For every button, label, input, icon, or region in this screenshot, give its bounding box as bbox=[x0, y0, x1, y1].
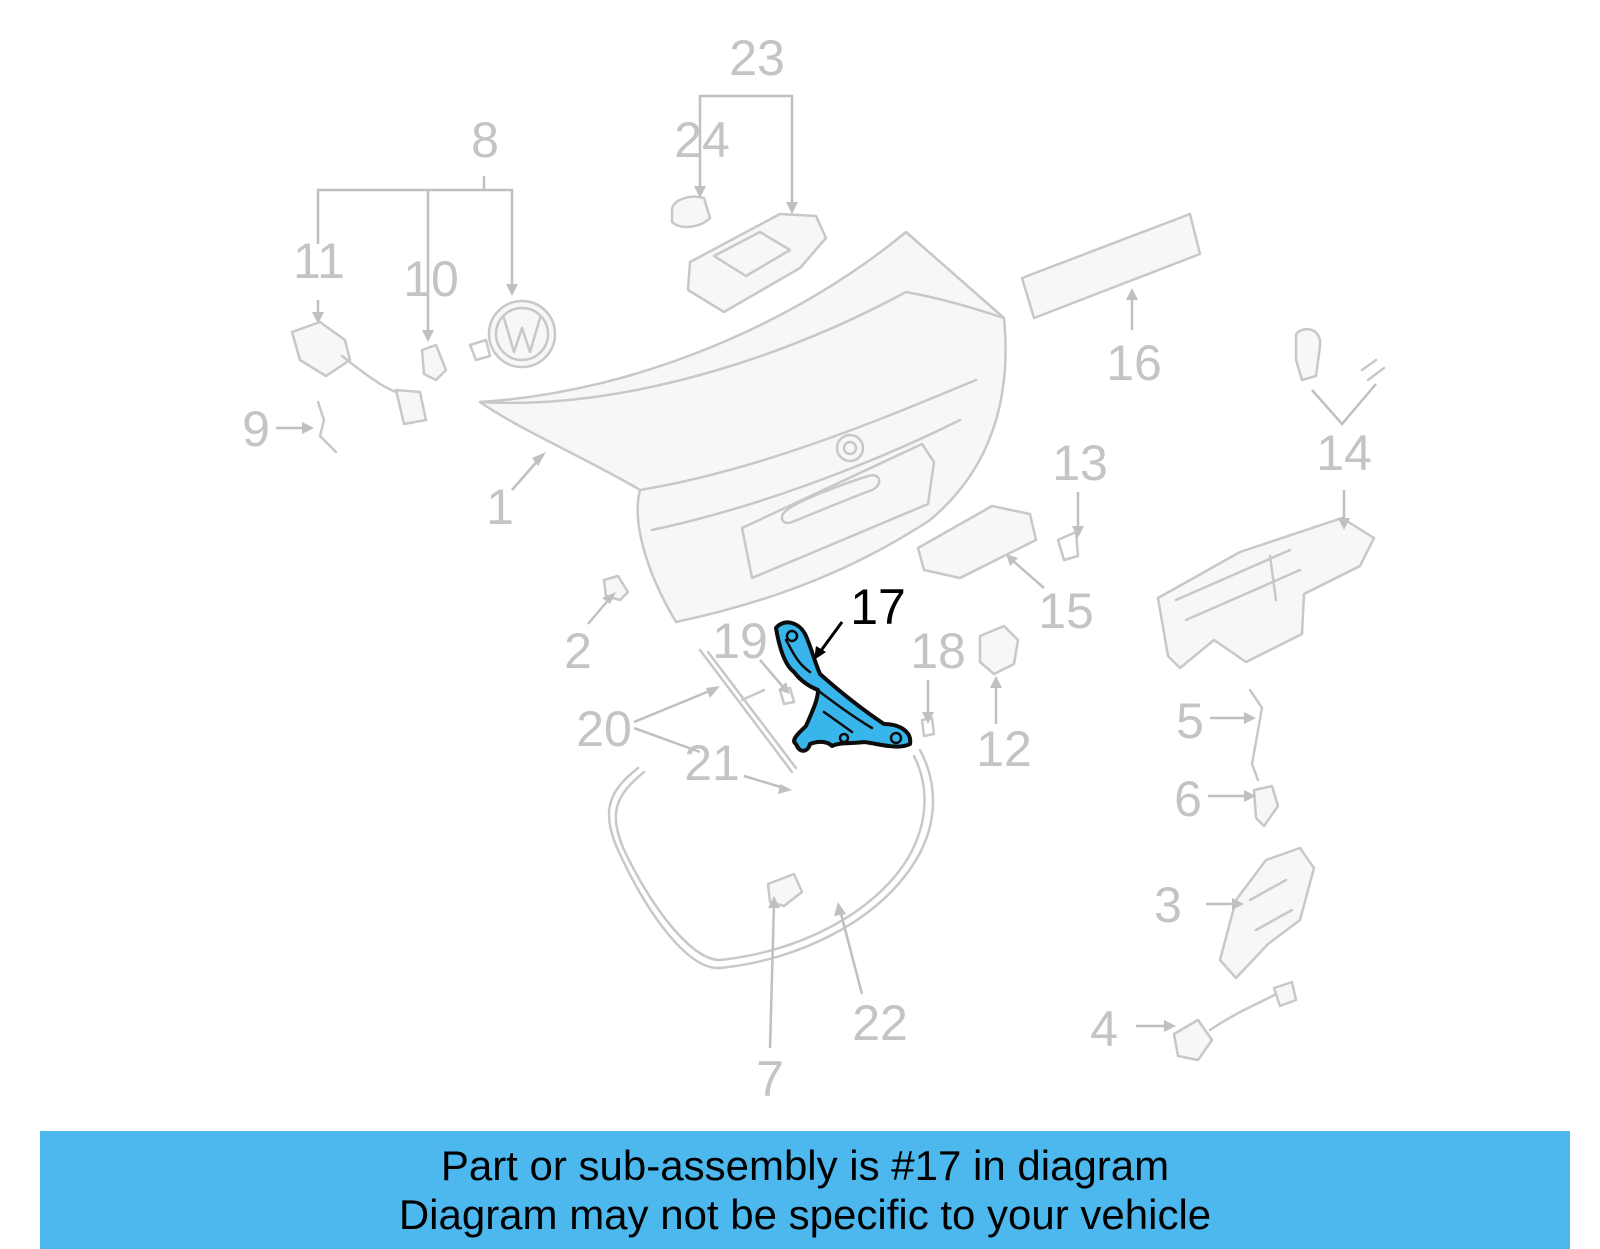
lock-rod bbox=[316, 400, 338, 454]
trim-strip bbox=[1020, 212, 1202, 320]
emblem-clip bbox=[420, 343, 448, 382]
callout-16: 16 bbox=[1106, 335, 1162, 391]
leader-lines bbox=[276, 94, 1377, 1049]
lamp-screw bbox=[1056, 530, 1080, 562]
callout-18: 18 bbox=[910, 623, 966, 679]
weatherstrip bbox=[607, 748, 935, 970]
license-lamp bbox=[686, 212, 828, 314]
latch-trim-panel bbox=[1156, 516, 1376, 670]
callout-22: 22 bbox=[852, 995, 908, 1051]
callout-12: 12 bbox=[976, 721, 1032, 777]
latch-switch-4 bbox=[1172, 980, 1298, 1062]
callout-2: 2 bbox=[564, 623, 592, 679]
callout-15: 15 bbox=[1038, 583, 1094, 639]
callout-10: 10 bbox=[403, 251, 459, 307]
callout-3: 3 bbox=[1154, 877, 1182, 933]
callout-7: 7 bbox=[756, 1051, 784, 1107]
callout-8: 8 bbox=[471, 112, 499, 168]
gas-strut bbox=[698, 648, 798, 774]
callout-19: 19 bbox=[712, 613, 768, 669]
lamp-bulb bbox=[670, 195, 712, 229]
callout-20: 20 bbox=[576, 701, 632, 757]
leader-arrowheads bbox=[302, 186, 1350, 1032]
callout-9: 9 bbox=[242, 401, 270, 457]
info-banner: Part or sub-assembly is #17 in diagram D… bbox=[40, 1131, 1570, 1249]
emblem-lock-cylinder bbox=[290, 320, 428, 426]
buffer-12 bbox=[978, 624, 1020, 676]
callout-5: 5 bbox=[1176, 693, 1204, 749]
callout-1: 1 bbox=[486, 479, 514, 535]
bump-stop bbox=[602, 574, 630, 602]
callout-17[interactable]: 17 bbox=[850, 579, 906, 635]
lock-rod-5 bbox=[1248, 688, 1264, 782]
trunk-lid bbox=[478, 230, 1007, 624]
callout-14: 14 bbox=[1316, 425, 1372, 481]
banner-part-note: Part or sub-assembly is #17 in diagram bbox=[440, 1142, 1170, 1189]
callout-21: 21 bbox=[684, 735, 740, 791]
rod-clip-6 bbox=[1252, 784, 1280, 828]
trunk-lamp bbox=[916, 504, 1038, 580]
trunk-hinge-17[interactable] bbox=[774, 620, 913, 753]
banner-disclaimer: Diagram may not be specific to your vehi… bbox=[398, 1191, 1212, 1238]
callout-24: 24 bbox=[674, 112, 730, 168]
callout-23: 23 bbox=[729, 30, 785, 86]
vw-emblem bbox=[468, 299, 557, 369]
callout-6: 6 bbox=[1174, 771, 1202, 827]
callout-labels: 23 24 8 11 10 9 1 16 14 13 15 2 19 17 18… bbox=[242, 30, 1372, 1107]
bracket-7 bbox=[766, 872, 804, 908]
callout-4: 4 bbox=[1090, 1001, 1118, 1057]
latch-clips bbox=[1294, 327, 1386, 382]
latch-3 bbox=[1218, 846, 1316, 980]
callout-13: 13 bbox=[1052, 435, 1108, 491]
callout-11: 11 bbox=[293, 233, 345, 289]
leader-17 bbox=[814, 621, 844, 660]
